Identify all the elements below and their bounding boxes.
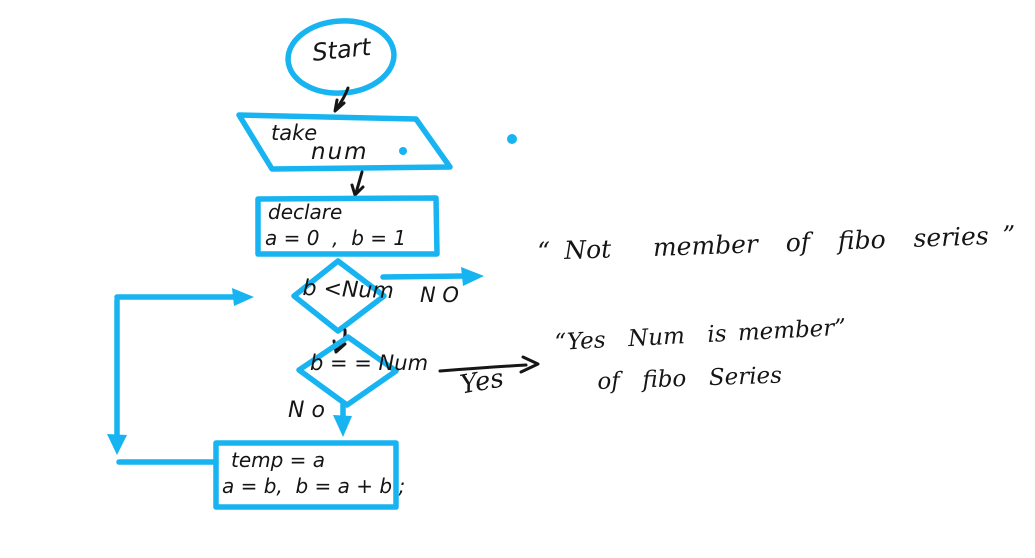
- pen-dot-after-num: [399, 147, 407, 155]
- equal-no-down-arrowhead: [333, 415, 352, 437]
- update-rectangle-shape: [213, 440, 399, 510]
- check-less-diamond-shape: [291, 258, 387, 334]
- input-parallelogram-shape: [236, 112, 453, 172]
- start-oval-shape: [285, 18, 397, 96]
- input-label-line1: take: [271, 121, 318, 145]
- arrow-input-to-declare: [354, 170, 364, 195]
- loop-back-top-arrowhead: [232, 288, 254, 306]
- no-branch-arrowhead: [461, 267, 484, 286]
- yes-branch-arrow: [438, 363, 528, 373]
- equal-no-label: N o: [288, 398, 325, 423]
- declare-label-line2: a = 0 , b = 1: [265, 226, 407, 250]
- declare-rectangle-shape: [255, 195, 440, 257]
- update-label-line1: temp = a: [231, 448, 326, 472]
- check-equal-label: b = = Num: [310, 351, 429, 375]
- arrowhead-start-to-input: [333, 98, 346, 113]
- loop-back-vertical-arrowhead: [107, 434, 127, 455]
- check-equal-diamond-shape: [296, 334, 399, 408]
- check-less-label: b <Num: [302, 276, 395, 305]
- arrowhead-input-to-declare: [350, 183, 365, 197]
- no-branch-arrow: [380, 273, 468, 280]
- update-label-line2: a = b, b = a + b ;: [222, 474, 406, 498]
- input-label-line2: num: [311, 139, 369, 165]
- stray-pen-dot: [507, 134, 517, 144]
- no-branch-label: N O: [420, 283, 459, 307]
- declare-label-line1: declare: [268, 200, 343, 224]
- yes-branch-arrowhead: [519, 355, 540, 374]
- start-label: Start: [310, 32, 373, 67]
